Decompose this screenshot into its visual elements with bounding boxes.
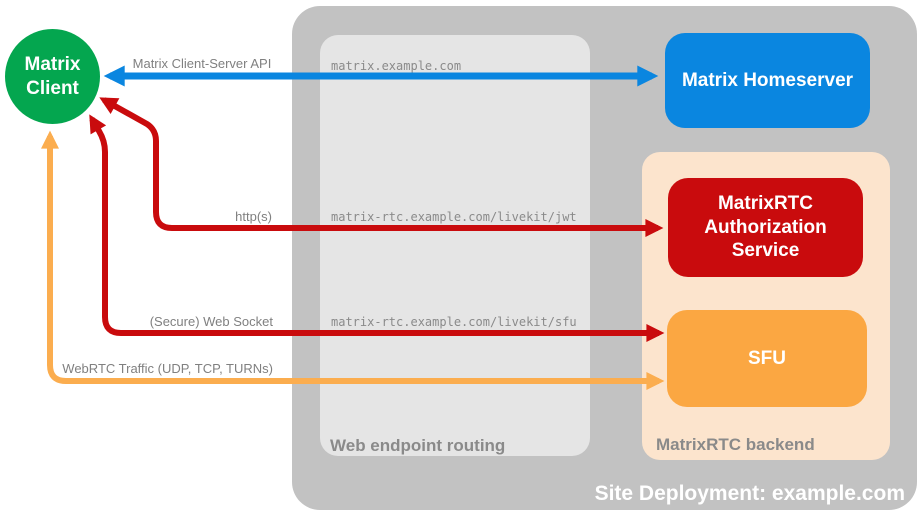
endpoint-livekit-jwt: matrix-rtc.example.com/livekit/jwt	[331, 210, 577, 224]
label-webrtc-traffic: WebRTC Traffic (UDP, TCP, TURNs)	[62, 361, 273, 376]
sfu-label: SFU	[748, 347, 786, 369]
web-endpoint-routing-caption: Web endpoint routing	[330, 436, 506, 455]
label-websocket: (Secure) Web Socket	[149, 314, 273, 329]
matrix-homeserver-label: Matrix Homeserver	[681, 69, 854, 91]
matrixrtc-backend-caption: MatrixRTC backend	[656, 435, 815, 454]
node-matrix-homeserver: Matrix Homeserver	[665, 33, 870, 128]
label-https: http(s)	[235, 209, 272, 224]
node-matrixrtc-authorization-service: MatrixRTC Authorization Service	[668, 178, 863, 277]
node-matrix-client: Matrix Client	[5, 29, 100, 124]
label-client-server-api: Matrix Client-Server API	[132, 56, 272, 71]
site-deployment-caption: Site Deployment: example.com	[594, 482, 905, 505]
endpoint-matrix-example-com: matrix.example.com	[331, 59, 462, 73]
endpoint-livekit-sfu: matrix-rtc.example.com/livekit/sfu	[331, 315, 577, 329]
matrix-client-label: Matrix Client	[24, 53, 81, 99]
node-sfu: SFU	[667, 310, 867, 407]
auth-service-label: MatrixRTC Authorization Service	[704, 192, 827, 262]
web-endpoint-routing-container	[320, 35, 590, 456]
